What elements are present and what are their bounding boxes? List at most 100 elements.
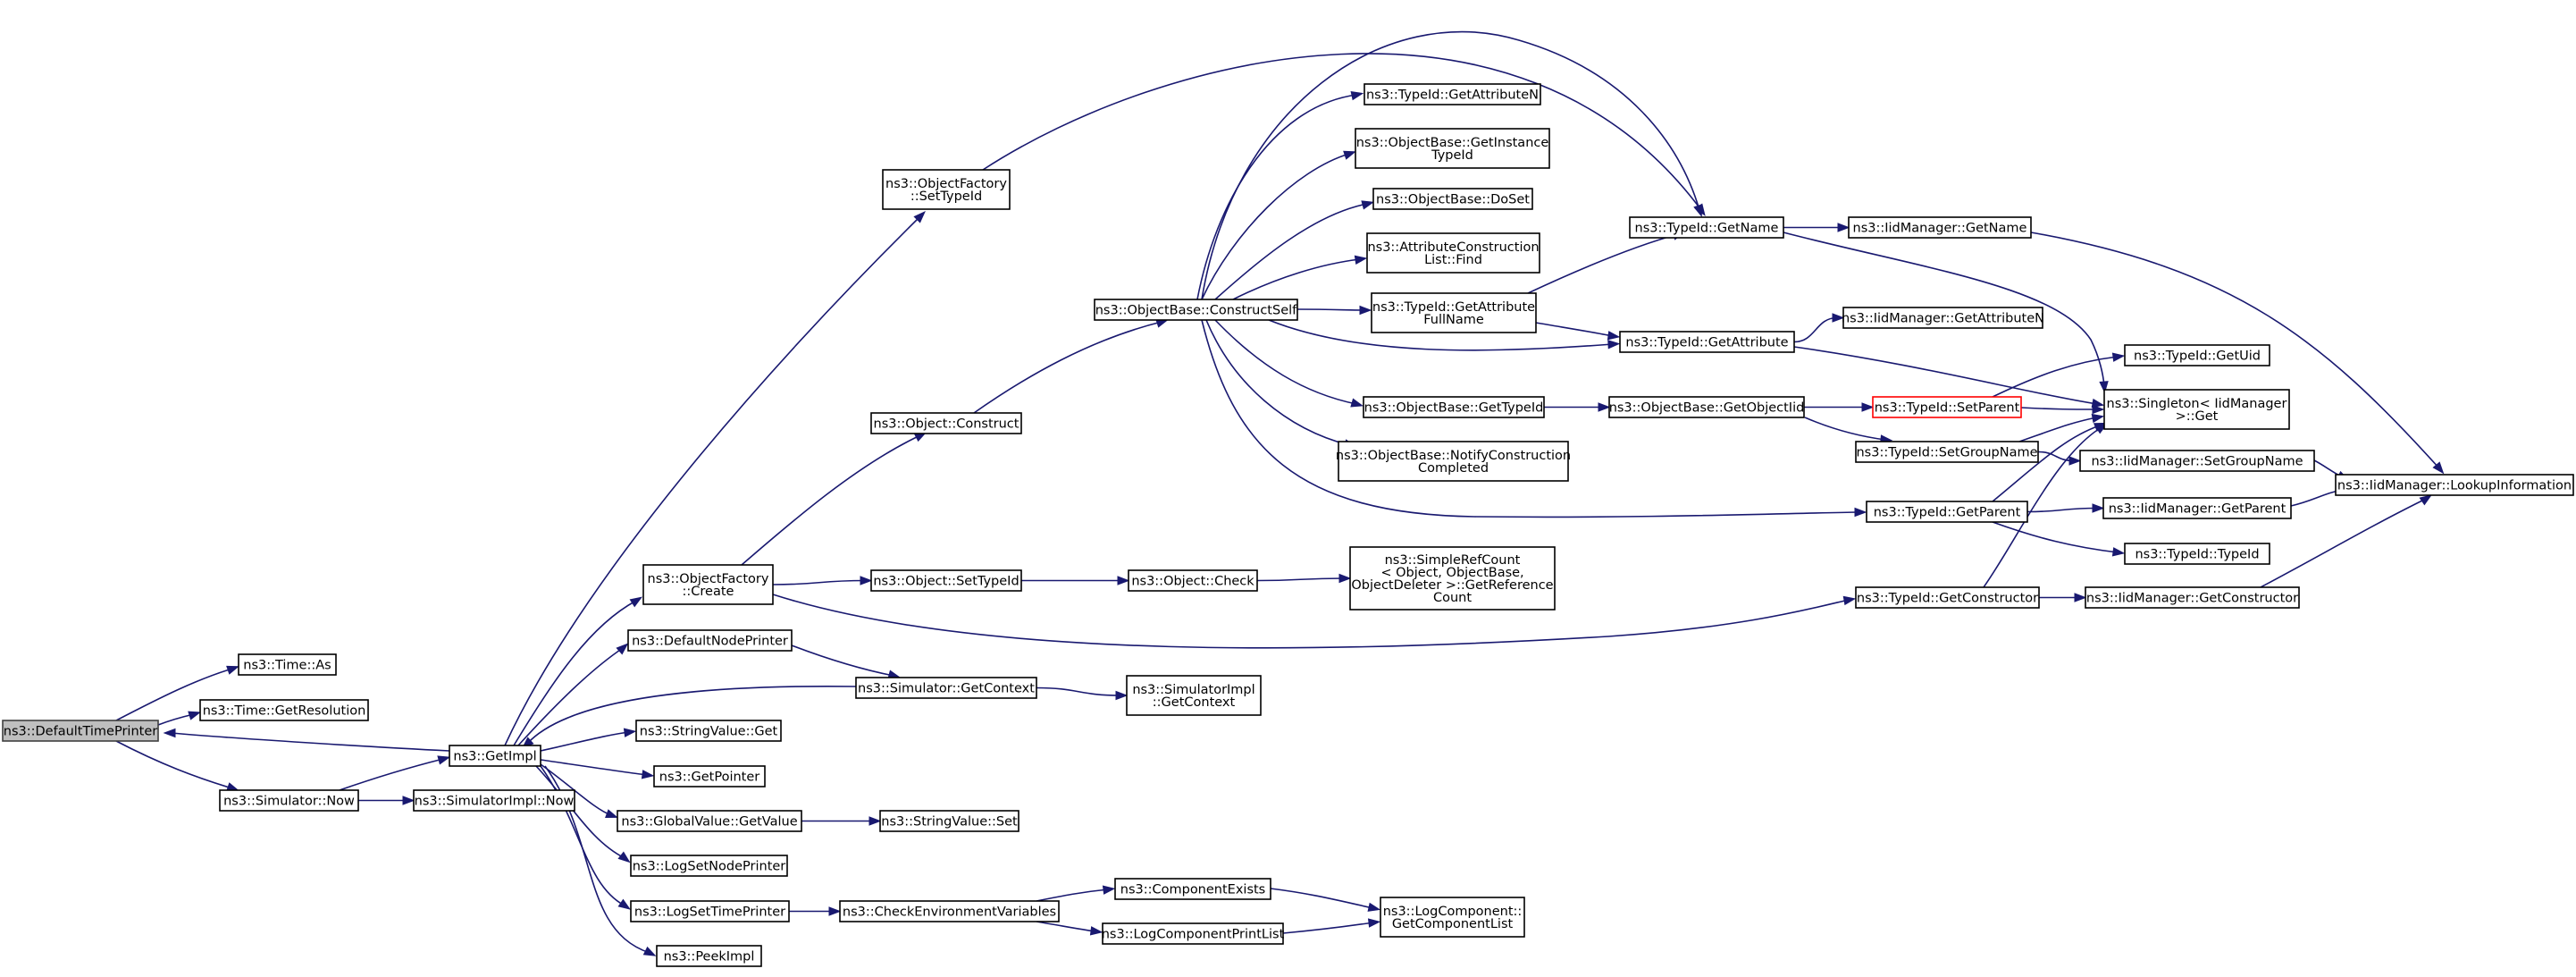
node-box bbox=[1094, 299, 1298, 321]
arrowhead-icon bbox=[913, 211, 926, 223]
node-label: ns3::StringValue::Get bbox=[640, 725, 778, 739]
node-box bbox=[1619, 331, 1795, 353]
node-box bbox=[630, 855, 788, 877]
node-label: < Object, ObjectBase, bbox=[1380, 566, 1523, 580]
node-ObjectFactorySetTypeId[interactable]: ns3::ObjectFactory::SetTypeId bbox=[882, 169, 1011, 210]
edge-ObjectFactoryCreate-to-TypeIdGetConstructor bbox=[772, 594, 1850, 649]
node-box bbox=[2079, 450, 2315, 472]
node-LogComponentGetComponentList[interactable]: ns3::LogComponent::GetComponentList bbox=[1380, 897, 1525, 938]
node-TimeGetResolution[interactable]: ns3::Time::GetResolution bbox=[199, 699, 369, 721]
node-DefaultTimePrinter[interactable]: ns3::DefaultTimePrinter bbox=[2, 720, 159, 742]
node-ObjectSetTypeId[interactable]: ns3::Object::SetTypeId bbox=[870, 569, 1022, 592]
arrowhead-icon bbox=[2091, 413, 2105, 424]
node-box bbox=[1364, 83, 1541, 105]
node-SingletonGet[interactable]: ns3::Singleton< IidManager>::Get bbox=[2103, 389, 2290, 430]
node-ObjectBaseConstructSelf[interactable]: ns3::ObjectBase::ConstructSelf bbox=[1094, 299, 1298, 321]
edge-SimulatorGetContext-to-SimulatorImplGetContext bbox=[1036, 686, 1121, 696]
node-box bbox=[2124, 344, 2270, 366]
node-LogSetTimePrinter[interactable]: ns3::LogSetTimePrinter bbox=[630, 900, 790, 922]
node-label: >::Get bbox=[2176, 409, 2219, 424]
edge-TypeIdGetAttributeFullName-to-TypeIdGetAttribute bbox=[1535, 322, 1614, 337]
node-ObjectFactoryCreate[interactable]: ns3::ObjectFactory::Create bbox=[642, 564, 774, 605]
node-IidManagerGetConstructor[interactable]: ns3::IidManager::GetConstructor bbox=[2085, 586, 2300, 609]
node-label: ns3::LogComponent:: bbox=[1383, 905, 1523, 919]
node-TypeIdGetConstructor[interactable]: ns3::TypeId::GetConstructor bbox=[1855, 586, 2040, 609]
node-label: ns3::TypeId::GetName bbox=[1635, 222, 1779, 236]
arrowhead-icon bbox=[642, 946, 657, 956]
node-ObjectBaseDoSet[interactable]: ns3::ObjectBase::DoSet bbox=[1372, 188, 1533, 210]
node-TypeIdGetAttributeN[interactable]: ns3::TypeId::GetAttributeN bbox=[1364, 83, 1541, 105]
node-PeekImpl[interactable]: ns3::PeekImpl bbox=[656, 945, 762, 967]
node-ComponentExists[interactable]: ns3::ComponentExists bbox=[1114, 878, 1271, 900]
edge-ObjectBaseConstructSelf-to-ObjectBaseDoSet bbox=[1214, 203, 1368, 300]
arrowhead-icon bbox=[616, 643, 629, 655]
arrowhead-icon bbox=[629, 596, 643, 608]
arrowhead-icon bbox=[2091, 398, 2105, 408]
node-TypeIdSetParent[interactable]: ns3::TypeId::SetParent bbox=[1872, 396, 2022, 418]
node-TypeIdGetParent[interactable]: ns3::TypeId::GetParent bbox=[1866, 501, 2028, 523]
node-box bbox=[1872, 396, 2022, 418]
arrowhead-icon bbox=[1837, 223, 1850, 232]
arrowhead-icon bbox=[1607, 331, 1621, 341]
edge-TypeIdGetName-to-SingletonGet bbox=[1783, 232, 2105, 387]
node-SimpleRefCountGetReferenceCount[interactable]: ns3::SimpleRefCount< Object, ObjectBase,… bbox=[1349, 546, 1556, 611]
node-IidManagerGetName[interactable]: ns3::IidManager::GetName bbox=[1848, 216, 2032, 239]
edge-TypeIdSetParent-to-TypeIdGetUid bbox=[1992, 356, 2119, 398]
node-GlobalValueGetValue[interactable]: ns3::GlobalValue::GetValue bbox=[617, 810, 802, 832]
node-DefaultNodePrinter[interactable]: ns3::DefaultNodePrinter bbox=[627, 629, 793, 652]
node-box bbox=[627, 629, 793, 652]
node-box bbox=[1855, 586, 2040, 609]
node-label: ns3::TypeId::GetUid bbox=[2134, 350, 2261, 364]
arrowhead-icon bbox=[2099, 381, 2109, 394]
node-CheckEnvironmentVariables[interactable]: ns3::CheckEnvironmentVariables bbox=[839, 900, 1060, 922]
node-label: ns3::ObjectFactory bbox=[885, 177, 1007, 191]
node-StringValueSet[interactable]: ns3::StringValue::Set bbox=[879, 810, 1019, 832]
node-ObjectBaseNotifyConstructionCompleted[interactable]: ns3::ObjectBase::NotifyConstructionCompl… bbox=[1336, 441, 1571, 482]
node-IidManagerGetParent[interactable]: ns3::IidManager::GetParent bbox=[2102, 497, 2292, 519]
node-label: ns3::TypeId::GetAttribute bbox=[1625, 336, 1788, 350]
arrowhead-icon bbox=[1354, 255, 1368, 265]
node-label: ns3::IidManager::GetParent bbox=[2109, 502, 2287, 517]
node-TypeIdTypeId[interactable]: ns3::TypeId::TypeId bbox=[2124, 543, 2270, 565]
node-IidManagerSetGroupName[interactable]: ns3::IidManager::SetGroupName bbox=[2079, 450, 2315, 472]
node-GetPointer[interactable]: ns3::GetPointer bbox=[653, 765, 766, 787]
node-label: ns3::Object::Check bbox=[1131, 575, 1254, 589]
node-label: ns3::AttributeConstruction bbox=[1367, 240, 1539, 255]
node-TypeIdGetName[interactable]: ns3::TypeId::GetName bbox=[1629, 216, 1784, 239]
node-label: ns3::Simulator::GetContext bbox=[858, 682, 1035, 696]
edge-ObjectFactorySetTypeId-to-TypeIdGetName bbox=[982, 53, 1702, 211]
node-SimulatorGetContext[interactable]: ns3::Simulator::GetContext bbox=[855, 677, 1037, 699]
node-label: ns3::DefaultTimePrinter bbox=[4, 725, 157, 739]
node-ObjectBaseGetTypeId[interactable]: ns3::ObjectBase::GetTypeId bbox=[1363, 396, 1545, 418]
node-ObjectConstruct[interactable]: ns3::Object::Construct bbox=[870, 412, 1022, 434]
node-IidManagerLookupInformation[interactable]: ns3::IidManager::LookupInformation bbox=[2335, 474, 2574, 496]
node-StringValueGet[interactable]: ns3::StringValue::Get bbox=[635, 720, 782, 742]
node-label: ns3::LogComponentPrintList bbox=[1102, 928, 1285, 942]
node-label: Completed bbox=[1418, 461, 1489, 476]
node-TypeIdSetGroupName[interactable]: ns3::TypeId::SetGroupName bbox=[1855, 441, 2039, 463]
node-label: ns3::Simulator::Now bbox=[223, 795, 355, 809]
node-LogSetNodePrinter[interactable]: ns3::LogSetNodePrinter bbox=[630, 855, 788, 877]
edge-GetImpl-to-GetPointer bbox=[540, 759, 648, 776]
node-ObjectBaseGetObjectIid[interactable]: ns3::ObjectBase::GetObjectIid bbox=[1608, 396, 1805, 418]
node-GetImpl[interactable]: ns3::GetImpl bbox=[449, 745, 541, 767]
node-SimulatorImplGetContext[interactable]: ns3::SimulatorImpl::GetContext bbox=[1126, 675, 1262, 716]
arrowhead-icon bbox=[1693, 204, 1703, 217]
node-label: ns3::LogSetTimePrinter bbox=[634, 905, 785, 920]
arrowhead-icon bbox=[2074, 593, 2087, 602]
node-IidManagerGetAttributeN[interactable]: ns3::IidManager::GetAttributeN bbox=[1842, 307, 2044, 329]
node-LogComponentPrintList[interactable]: ns3::LogComponentPrintList bbox=[1102, 922, 1285, 945]
node-label: ::SetTypeId bbox=[910, 190, 982, 204]
edge-ObjectConstruct-to-ObjectBaseConstructSelf bbox=[973, 321, 1162, 414]
node-TypeIdGetUid[interactable]: ns3::TypeId::GetUid bbox=[2124, 344, 2270, 366]
node-TimeAs[interactable]: ns3::Time::As bbox=[238, 653, 337, 676]
node-TypeIdGetAttribute[interactable]: ns3::TypeId::GetAttribute bbox=[1619, 331, 1795, 353]
node-label: ns3::LogSetNodePrinter bbox=[633, 860, 786, 874]
node-SimulatorNow[interactable]: ns3::Simulator::Now bbox=[219, 789, 359, 812]
node-ObjectCheck[interactable]: ns3::Object::Check bbox=[1128, 569, 1258, 592]
node-SimulatorImplNow[interactable]: ns3::SimulatorImpl::Now bbox=[413, 789, 575, 812]
arrowhead-icon bbox=[2111, 352, 2126, 362]
